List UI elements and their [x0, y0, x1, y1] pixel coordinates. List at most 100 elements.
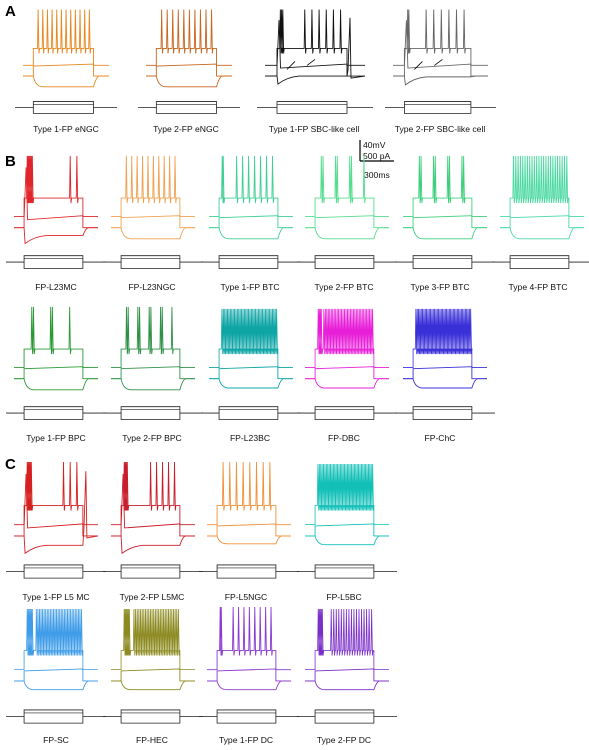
current-step-protocol [297, 255, 397, 263]
depolarizing-trace [111, 155, 195, 218]
subthreshold-trace [500, 215, 584, 229]
subthreshold-trace [403, 215, 487, 229]
subthreshold-trace [14, 167, 98, 229]
depolarizing-trace [403, 155, 487, 218]
current-step-protocol [6, 406, 106, 414]
depolarizing-trace [305, 155, 389, 218]
current-step-protocol-negative [120, 716, 181, 724]
cell-label-c3: FP-L5NGC [225, 592, 268, 602]
cell-label-c4: FP-L5BC [326, 592, 361, 602]
hyperpolarizing-trace [305, 227, 389, 240]
scale-bar-voltage-label: 40mV [363, 140, 386, 150]
subthreshold-trace [209, 366, 293, 380]
subthreshold-trace [111, 668, 195, 682]
current-step-protocol-negative [155, 107, 217, 114]
cell-trace-group [6, 306, 106, 420]
current-step-protocol [199, 709, 299, 717]
current-step-protocol [6, 564, 106, 572]
cell-trace-group [103, 461, 203, 579]
current-step-protocol-negative [23, 262, 84, 269]
current-step-protocol-negative [32, 107, 94, 114]
current-step-protocol-negative [314, 262, 375, 269]
cell-label-b8: Type 2-FP BPC [122, 433, 182, 443]
current-step-protocol [103, 255, 203, 263]
depolarizing-trace [14, 461, 98, 526]
depolarizing-trace [146, 9, 232, 66]
cell-label-b3: Type 1-FP BTC [220, 282, 279, 292]
current-step-protocol [201, 406, 301, 414]
current-step-protocol [6, 709, 106, 717]
current-step-protocol-negative [314, 571, 375, 579]
depolarizing-trace [265, 9, 365, 66]
annotation-arrow [286, 61, 296, 70]
depolarizing-trace [14, 608, 98, 671]
cell-trace-group [492, 155, 589, 269]
cell-label-a3: Type 1-FP SBC-like cell [269, 124, 360, 134]
cell-label-b11: FP-ChC [424, 433, 455, 443]
current-step-protocol [385, 101, 496, 108]
subthreshold-trace [305, 523, 389, 537]
current-step-protocol-negative [216, 716, 277, 724]
current-step-protocol [103, 709, 203, 717]
subthreshold-trace [14, 366, 98, 380]
current-step-protocol-negative [23, 716, 84, 724]
cell-trace-group [297, 155, 397, 269]
cell-label-a2: Type 2-FP eNGC [153, 124, 219, 134]
current-step-protocol-negative [276, 107, 348, 114]
subthreshold-trace [403, 366, 487, 380]
current-step-protocol-negative [23, 413, 84, 420]
cell-trace-group [199, 461, 299, 579]
current-step-protocol [395, 406, 495, 414]
subthreshold-trace [207, 523, 291, 537]
scale-bar-time-label: 300ms [364, 170, 390, 180]
current-step-protocol-negative [314, 716, 375, 724]
subthreshold-trace [209, 215, 293, 229]
current-step-protocol-negative [120, 413, 181, 420]
current-step-protocol-negative [218, 413, 279, 420]
depolarizing-trace [111, 306, 195, 369]
cell-label-a1: Type 1-FP eNGC [33, 124, 99, 134]
current-step-protocol [103, 564, 203, 572]
hyperpolarizing-trace [209, 227, 293, 240]
subthreshold-trace [111, 366, 195, 380]
cell-trace-group [199, 606, 299, 724]
current-step-protocol-negative [404, 107, 472, 114]
hyperpolarizing-trace [305, 535, 389, 546]
current-step-protocol-negative [314, 413, 375, 420]
hyperpolarizing-trace [14, 680, 98, 691]
subthreshold-trace [111, 215, 195, 229]
cell-label-b4: Type 2-FP BTC [314, 282, 373, 292]
annotation-arrow [414, 61, 423, 70]
cell-trace-group [297, 308, 397, 420]
cell-trace-group [385, 9, 496, 114]
cell-label-c2: Type 2-FP L5MC [120, 592, 185, 602]
cell-trace-group [6, 461, 106, 579]
hyperpolarizing-trace [14, 227, 98, 245]
depolarizing-trace [305, 463, 389, 526]
current-step-protocol [492, 255, 589, 263]
current-step-protocol [103, 406, 203, 414]
current-step-protocol-negative [23, 571, 84, 579]
depolarizing-trace [14, 306, 98, 369]
depolarizing-trace [207, 461, 291, 526]
current-step-protocol [138, 101, 240, 108]
cell-label-b9: FP-L23BC [230, 433, 270, 443]
current-step-protocol-negative [412, 413, 473, 420]
current-step-protocol [297, 564, 397, 572]
cell-label-c6: FP-HEC [136, 735, 168, 745]
cell-trace-group [138, 9, 240, 114]
panel-letter-c: C [5, 456, 16, 473]
hyperpolarizing-trace [146, 75, 232, 88]
depolarizing-trace [403, 308, 487, 368]
cell-label-c1: Type 1-FP L5 MC [22, 592, 89, 602]
current-step-protocol [6, 255, 106, 263]
cell-trace-group [6, 155, 106, 269]
depolarizing-trace [209, 308, 293, 368]
cell-label-b7: Type 1-FP BPC [26, 433, 86, 443]
cell-trace-group [395, 308, 495, 420]
cell-label-c8: Type 2-FP DC [317, 735, 371, 745]
current-step-protocol-negative [509, 262, 570, 269]
cell-label-b10: FP-DBC [328, 433, 360, 443]
current-step-protocol [297, 709, 397, 717]
